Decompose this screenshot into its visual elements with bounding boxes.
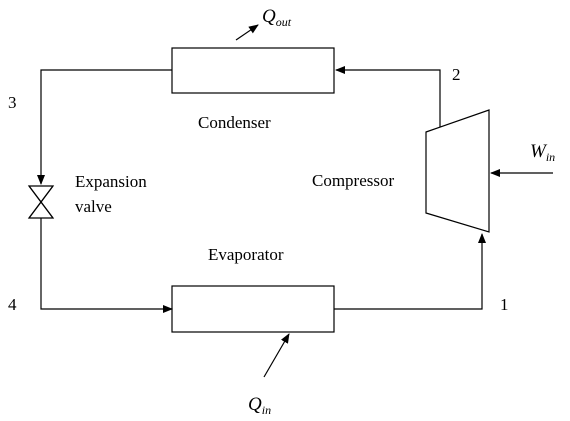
q-in-label: Qin (248, 394, 271, 417)
compressor-shape (425, 109, 490, 233)
state-point-3: 3 (8, 93, 17, 112)
w-in-label: Win (530, 141, 555, 164)
line-valve-to-evaporator (40, 218, 173, 313)
line-3-to-valve (37, 69, 172, 185)
state-point-2: 2 (452, 65, 461, 84)
evaporator-box (171, 285, 335, 333)
expansion-valve-label-line1: Expansion (75, 172, 147, 191)
q-out-label: Qout (262, 6, 292, 29)
line-compressor-to-condenser (335, 66, 441, 127)
q-out-arrow (235, 24, 259, 41)
q-in-arrow (263, 333, 290, 378)
state-point-4: 4 (8, 295, 17, 314)
condenser-box (171, 47, 335, 94)
line-evaporator-to-compressor (334, 233, 486, 310)
evaporator-label: Evaporator (208, 245, 284, 264)
expansion-valve-label-line2: valve (75, 197, 112, 216)
state-point-1: 1 (500, 295, 509, 314)
compressor-label: Compressor (312, 171, 395, 190)
condenser-label: Condenser (198, 113, 271, 132)
